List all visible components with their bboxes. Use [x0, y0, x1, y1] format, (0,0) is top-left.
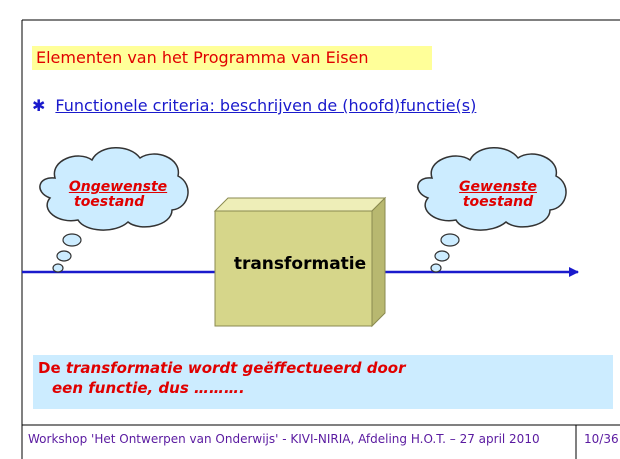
cloud-left-text: Ongewenste toestand: [68, 180, 168, 210]
cloud-right-line2: toestand: [462, 194, 534, 210]
box-label: transformatie: [233, 254, 367, 274]
page-number: 10/36: [584, 432, 619, 446]
cloud-left-line2: toestand: [74, 194, 145, 210]
cloud-left: [39, 147, 189, 273]
bullet-star-icon: ✱: [32, 96, 46, 115]
cloud-right-text: Gewenste toestand: [448, 180, 548, 210]
title-background: [32, 46, 432, 70]
bullet-point: ✱ Functionele criteria: beschrijven de (h…: [32, 96, 476, 115]
note-background: [33, 355, 613, 409]
note-text: De transformatie wordt geëffectueerd doo…: [38, 358, 405, 398]
cloud-right: [417, 147, 567, 273]
bullet-text: Functionele criteria: beschrijven de (ho…: [55, 96, 477, 115]
cloud-left-line1: Ongewenste: [68, 179, 168, 195]
note-line2: een functie, dus ……….: [52, 379, 245, 397]
note-part2: transformatie wordt geëffectueerd door: [65, 359, 406, 377]
note-part1: De: [38, 359, 66, 377]
footer-text: Workshop 'Het Ontwerpen van Onderwijs' -…: [28, 432, 540, 446]
cloud-right-line1: Gewenste: [459, 179, 537, 195]
transformation-box: [213, 196, 387, 328]
slide-title: Elementen van het Programma van Eisen: [36, 48, 369, 67]
